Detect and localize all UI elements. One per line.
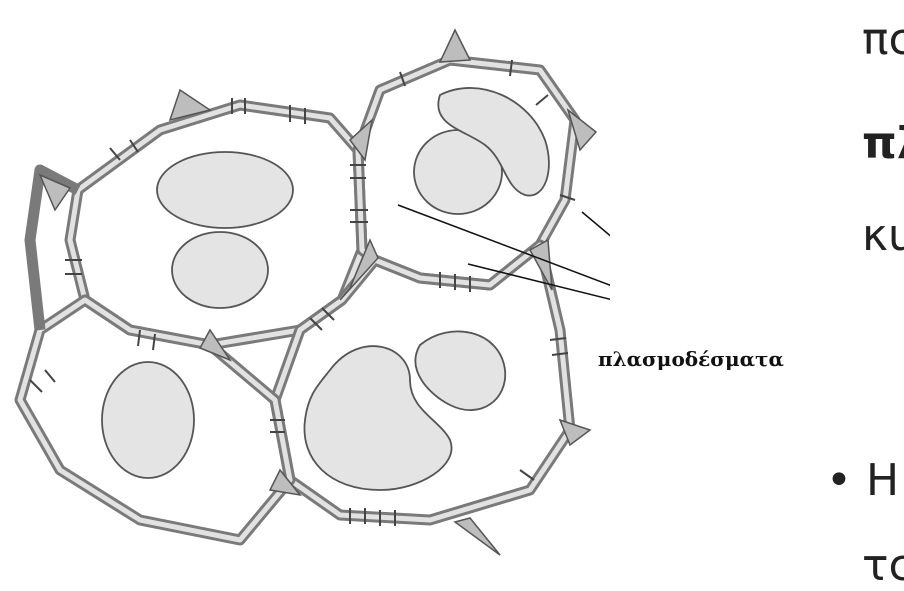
- plasmodesmata-label: πλασμοδέσματα: [598, 347, 784, 371]
- slide-text-line-5: τc: [862, 540, 904, 591]
- plant-cells-diagram: .wall { fill:none; stroke:#7a7a7a; strok…: [0, 0, 610, 577]
- label-pointers: [398, 205, 610, 326]
- slide-text-line-2: πλ: [862, 118, 904, 169]
- slide-text-line-3: κu: [862, 210, 904, 261]
- slide-text-line-1: πc: [862, 14, 904, 65]
- slide-bullet-line: • H: [826, 455, 899, 506]
